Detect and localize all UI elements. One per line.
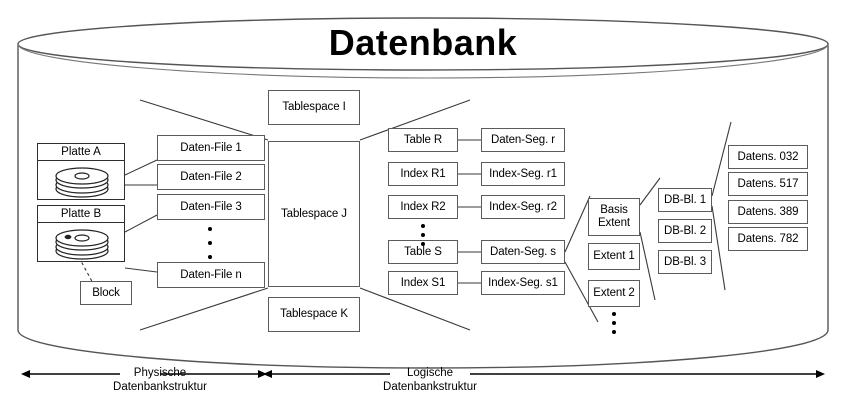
segment-box-daten-s: Daten-Seg. s	[481, 240, 565, 264]
record-box-389: Datens. 389	[728, 200, 808, 224]
disk-platte-b: Platte B	[37, 205, 125, 262]
disk-platte-b-label: Platte B	[38, 206, 124, 223]
object-box-table-r: Table R	[388, 128, 458, 152]
disk-stack-icon	[55, 167, 109, 198]
extent-ellipsis	[609, 312, 619, 334]
record-box-032: Datens. 032	[728, 145, 808, 169]
object-box-index-r2: Index R2	[388, 195, 458, 219]
tablespace-box-j: Tablespace J	[268, 141, 360, 287]
dbblock-box-1: DB-Bl. 1	[658, 188, 712, 212]
extent-box-2: Extent 2	[588, 280, 640, 307]
disk-stack-icon	[55, 229, 109, 260]
axis-label-physical: Physische Datenbankstruktur	[90, 366, 230, 395]
cylinder-top-inner-curve	[17, 43, 829, 79]
extent-box-1: Extent 1	[588, 243, 640, 270]
segment-box-index-r2: Index-Seg. r2	[481, 195, 565, 219]
axis-label-logical: Logische Datenbankstruktur	[360, 366, 500, 395]
tablespace-box-k: Tablespace K	[268, 297, 360, 332]
object-box-index-r1: Index R1	[388, 162, 458, 186]
segment-box-index-s1: Index-Seg. s1	[481, 271, 565, 295]
extent-basis-line2: Extent	[597, 217, 630, 229]
datafile-box-1: Daten-File 1	[157, 135, 265, 161]
segment-box-daten-r: Daten-Seg. r	[481, 128, 565, 152]
disk-platte-a-label: Platte A	[38, 144, 124, 161]
datafile-ellipsis	[205, 227, 215, 259]
object-box-index-s1: Index S1	[388, 271, 458, 295]
tablespace-box-i: Tablespace I	[268, 90, 360, 125]
disk-platte-b-glyph	[38, 223, 124, 278]
datafile-box-3: Daten-File 3	[157, 194, 265, 220]
extent-box-basis: Basis Extent	[588, 198, 640, 236]
dbblock-box-2: DB-Bl. 2	[658, 219, 712, 243]
block-box: Block	[80, 281, 132, 305]
page-title: Datenbank	[328, 22, 518, 63]
extent-basis-line1: Basis	[600, 204, 628, 217]
axis-label-logical-line1: Logische	[406, 367, 454, 379]
axis-label-physical-line2: Datenbankstruktur	[113, 381, 207, 394]
datafile-box-2: Daten-File 2	[157, 164, 265, 190]
record-box-517: Datens. 517	[728, 172, 808, 196]
record-box-782: Datens. 782	[728, 227, 808, 251]
disk-platte-a-glyph	[38, 161, 124, 216]
disk-platte-a: Platte A	[37, 143, 125, 200]
dbblock-box-3: DB-Bl. 3	[658, 250, 712, 274]
axis-label-logical-line2: Datenbankstruktur	[383, 381, 477, 394]
object-ellipsis	[418, 224, 428, 246]
datafile-box-n: Daten-File n	[157, 262, 265, 288]
axis-label-physical-line1: Physische	[133, 367, 187, 379]
segment-box-index-r1: Index-Seg. r1	[481, 162, 565, 186]
